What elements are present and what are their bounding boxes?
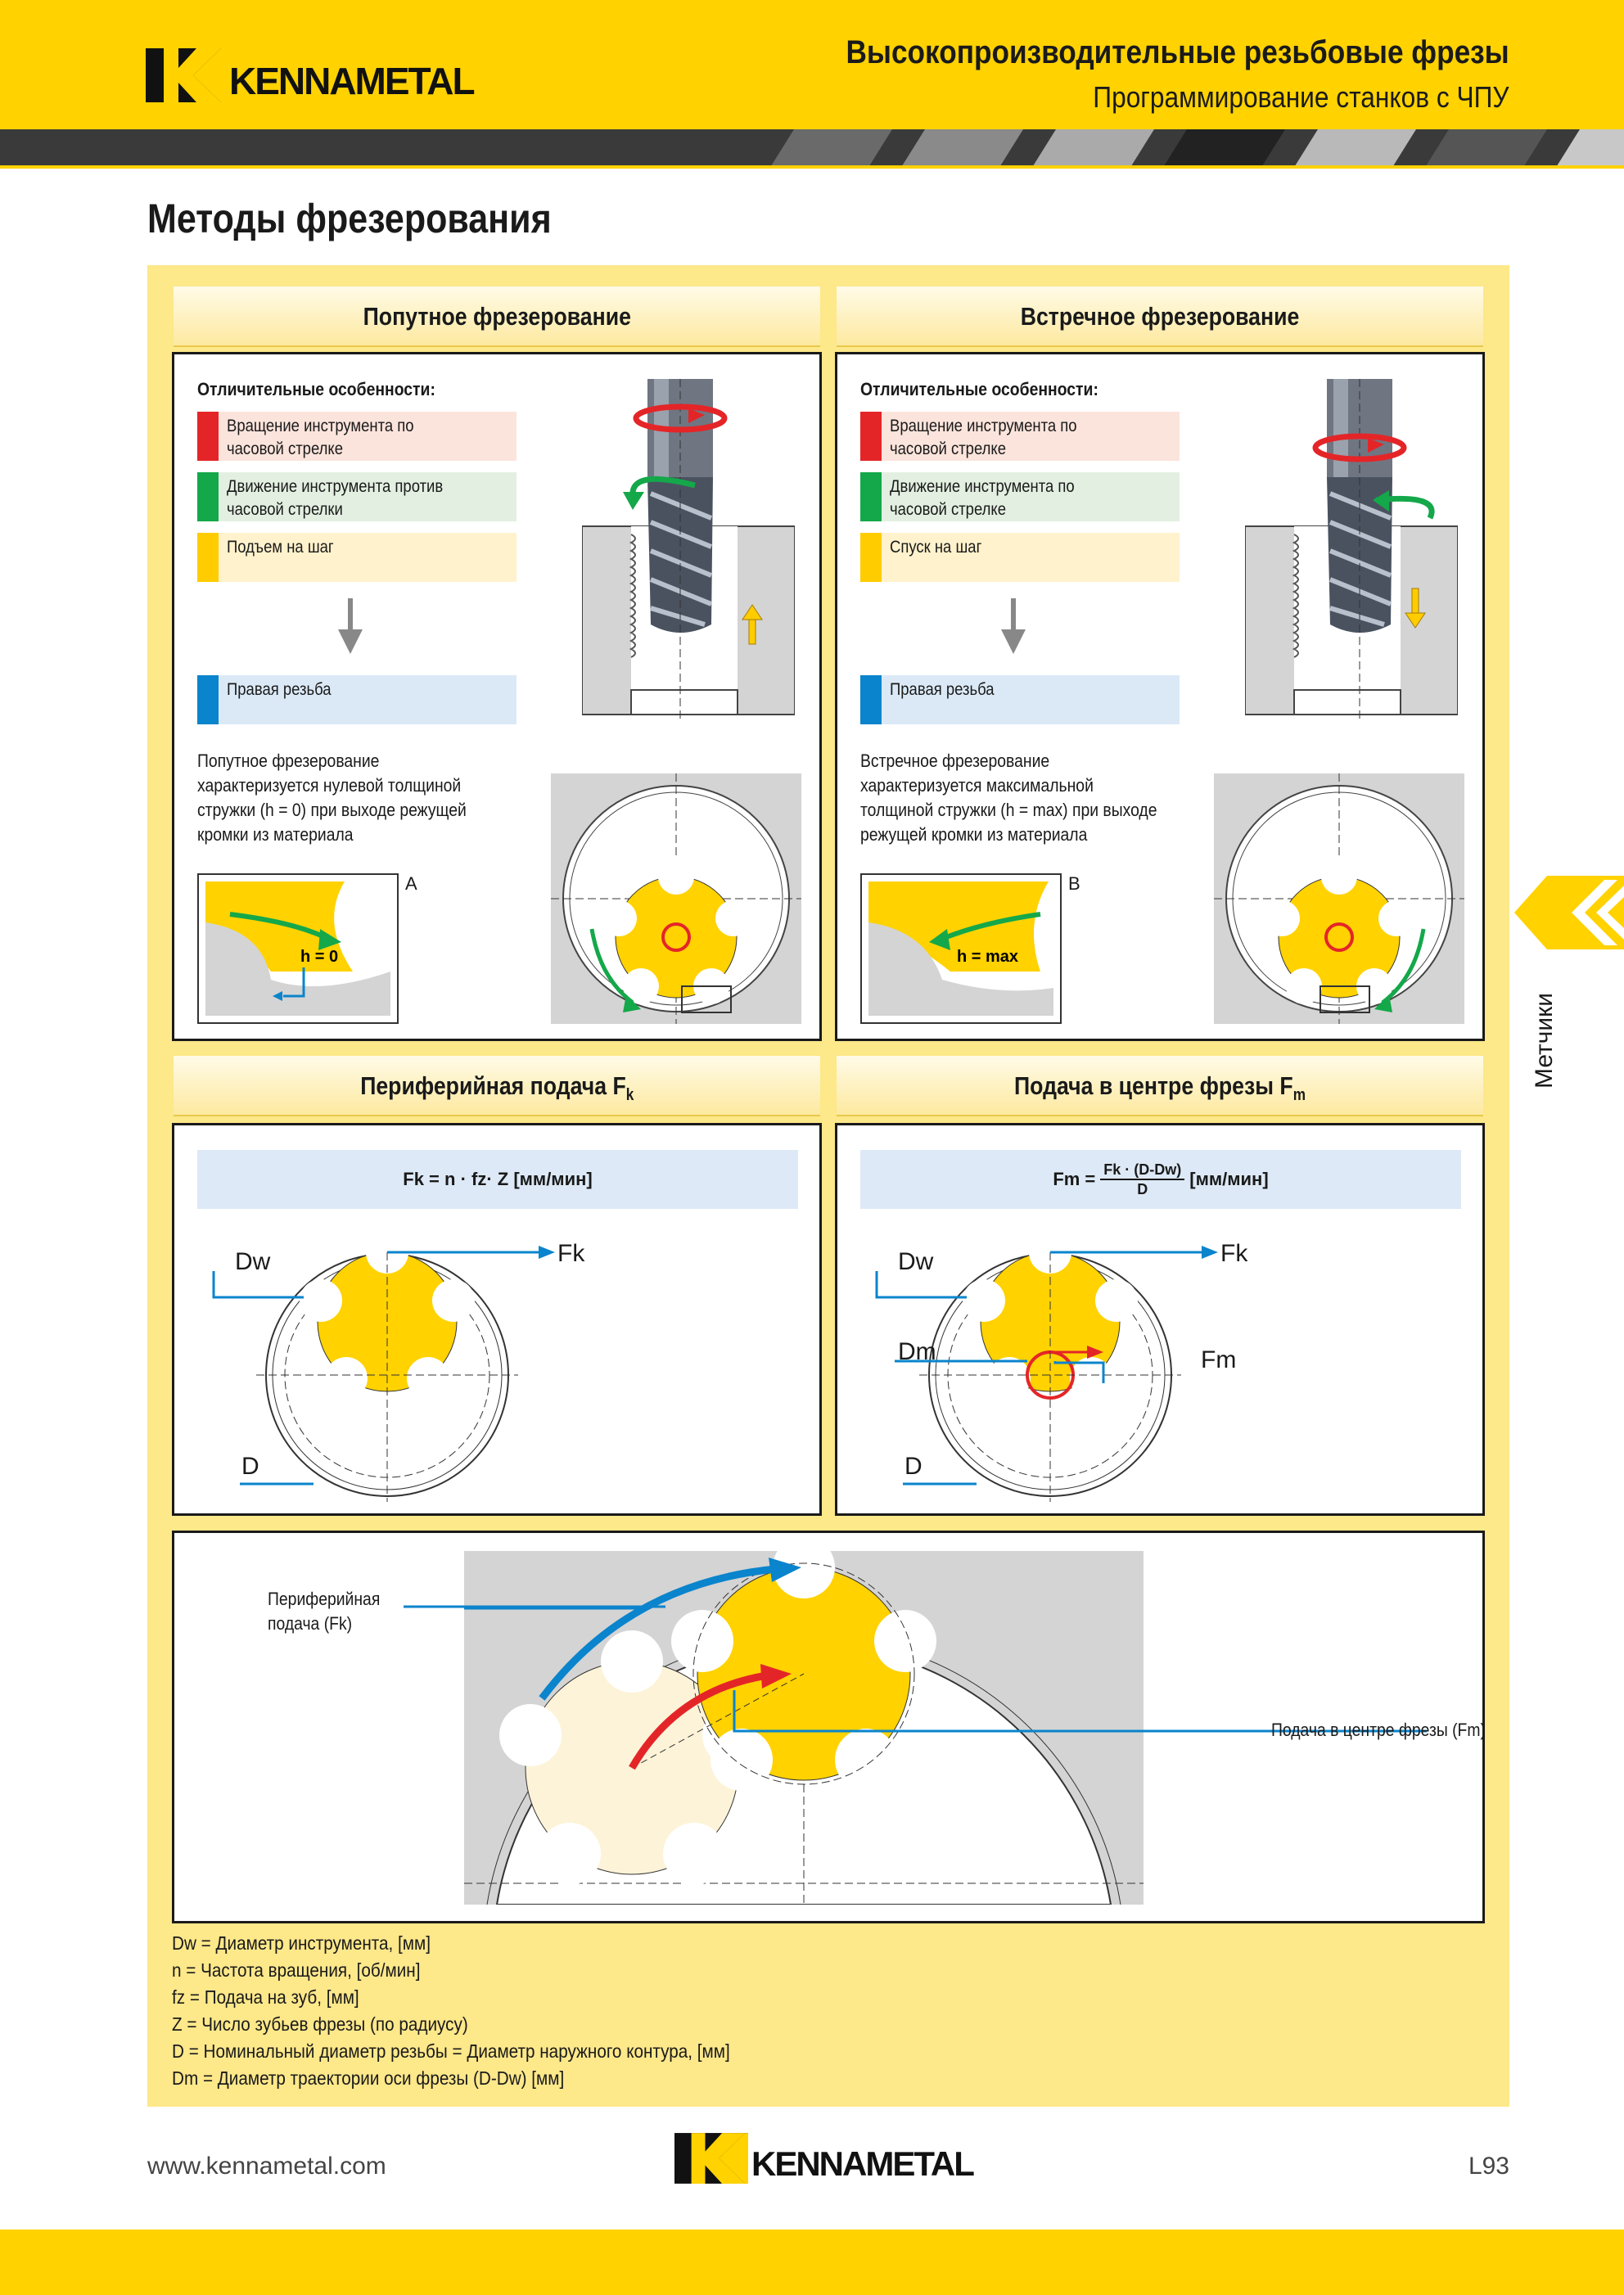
legend-item: Dw = Диаметр инструмента, [мм] bbox=[172, 1932, 431, 1954]
center-d-label: D bbox=[904, 1453, 923, 1480]
page-title: Методы фрезерования bbox=[147, 196, 552, 241]
climb-detail-a: h = 0 bbox=[197, 873, 399, 1024]
header-title: Высокопроизводительные резьбовые фрезы bbox=[846, 34, 1509, 70]
page-number: L93 bbox=[1468, 2153, 1509, 2180]
peripheral-heading: Периферийная подача Fk bbox=[174, 1056, 820, 1116]
combined-center-label: Подача в центре фрезы (Fm) bbox=[1271, 1720, 1486, 1740]
climb-feature-movement: Движение инструмента против часовой стре… bbox=[197, 472, 517, 521]
legend-item: Dm = Диаметр траектории оси фрезы (D-Dw)… bbox=[172, 2067, 565, 2089]
legend-item: Z = Число зубьев фрезы (по радиусу) bbox=[172, 2013, 468, 2035]
conventional-tool-illustration bbox=[1245, 379, 1458, 723]
center-leader-line bbox=[739, 1729, 1427, 1733]
legend-item: fz = Подача на зуб, [мм] bbox=[172, 1986, 359, 2008]
combined-peripheral-label: Периферийная подача (Fk) bbox=[268, 1589, 381, 1634]
climb-feature-rotation: Вращение инструмента по часовой стрелке bbox=[197, 412, 517, 461]
center-fm-label: Fm bbox=[1201, 1346, 1237, 1373]
footer-url[interactable]: www.kennametal.com bbox=[147, 2153, 386, 2180]
peripheral-fk-label: Fk bbox=[557, 1240, 585, 1267]
kennametal-k-icon bbox=[146, 48, 224, 102]
climb-top-view bbox=[551, 773, 801, 1024]
center-heading: Подача в центре фрезы Fm bbox=[837, 1056, 1483, 1116]
conventional-heading: Встречное фрезерование bbox=[837, 286, 1483, 347]
conv-feature-pitch: Спуск на шаг bbox=[860, 533, 1180, 582]
conv-feature-movement: Движение инструмента по часовой стрелке bbox=[860, 472, 1180, 521]
conventional-top-view bbox=[1214, 773, 1464, 1024]
conv-h-label: h = max bbox=[957, 948, 1018, 966]
climb-features-title: Отличительные особенности: bbox=[197, 379, 435, 399]
header-subtitle: Программирование станков с ЧПУ bbox=[1093, 80, 1509, 114]
center-dw-label: Dw bbox=[898, 1248, 934, 1275]
brand-name: KENNAMETAL bbox=[229, 60, 476, 102]
side-tab-label[interactable]: Метчики bbox=[1531, 992, 1558, 1089]
climb-result: Правая резьба bbox=[197, 675, 517, 724]
conv-features-title: Отличительные особенности: bbox=[860, 379, 1098, 399]
conv-description: Встречное фрезерование характеризуется м… bbox=[860, 751, 1157, 845]
combined-box: Периферийная подача (Fk) Подача в центре… bbox=[172, 1531, 1486, 1923]
kennametal-logo: KENNAMETAL bbox=[146, 47, 476, 103]
conv-feature-rotation: Вращение инструмента по часовой стрелке bbox=[860, 412, 1180, 461]
down-arrow-icon bbox=[338, 598, 363, 654]
peripheral-dw-label: Dw bbox=[235, 1248, 271, 1275]
climb-feature-pitch: Подъем на шаг bbox=[197, 533, 517, 582]
conventional-box: Отличительные особенности: Вращение инст… bbox=[835, 352, 1485, 1041]
climb-box: Отличительные особенности: Вращение инст… bbox=[172, 352, 822, 1041]
climb-h-label: h = 0 bbox=[300, 948, 338, 966]
peripheral-diagram bbox=[212, 1240, 555, 1502]
peripheral-box: Fk = n · fz· Z [мм/мин] Dw Fk D bbox=[172, 1123, 822, 1516]
center-box: Fm = Fk · (D-Dw) D [мм/мин] Dw Fk Dm Fm … bbox=[835, 1123, 1485, 1516]
climb-heading: Попутное фрезерование bbox=[174, 286, 820, 347]
peripheral-d-label: D bbox=[241, 1453, 259, 1480]
conv-detail-label: B bbox=[1068, 873, 1080, 894]
climb-detail-label: A bbox=[405, 873, 417, 894]
conv-result: Правая резьба bbox=[860, 675, 1180, 724]
peripheral-formula: Fk = n · fz· Z [мм/мин] bbox=[197, 1150, 798, 1209]
climb-tool-illustration bbox=[582, 379, 795, 723]
peripheral-leader-line bbox=[404, 1605, 665, 1608]
footer-bar bbox=[0, 2230, 1624, 2295]
footer-logo: KENNAMETAL bbox=[674, 2133, 975, 2184]
center-dm-label: Dm bbox=[898, 1338, 936, 1365]
conventional-detail-b: h = max bbox=[860, 873, 1062, 1024]
combined-diagram bbox=[464, 1551, 1144, 1905]
center-diagram bbox=[875, 1240, 1218, 1502]
center-formula: Fm = Fk · (D-Dw) D [мм/мин] bbox=[860, 1150, 1461, 1209]
center-fk-label: Fk bbox=[1220, 1240, 1248, 1267]
down-arrow-icon bbox=[1001, 598, 1026, 654]
climb-description: Попутное фрезерование характеризуется ну… bbox=[197, 751, 467, 845]
kennametal-k-icon bbox=[674, 2133, 748, 2184]
side-tab-chevron-icon[interactable] bbox=[1514, 876, 1624, 949]
legend-item: D = Номинальный диаметр резьбы = Диаметр… bbox=[172, 2040, 730, 2062]
header-stripe bbox=[0, 129, 1624, 169]
header-bar bbox=[0, 0, 1624, 129]
legend-item: n = Частота вращения, [об/мин] bbox=[172, 1959, 421, 1981]
